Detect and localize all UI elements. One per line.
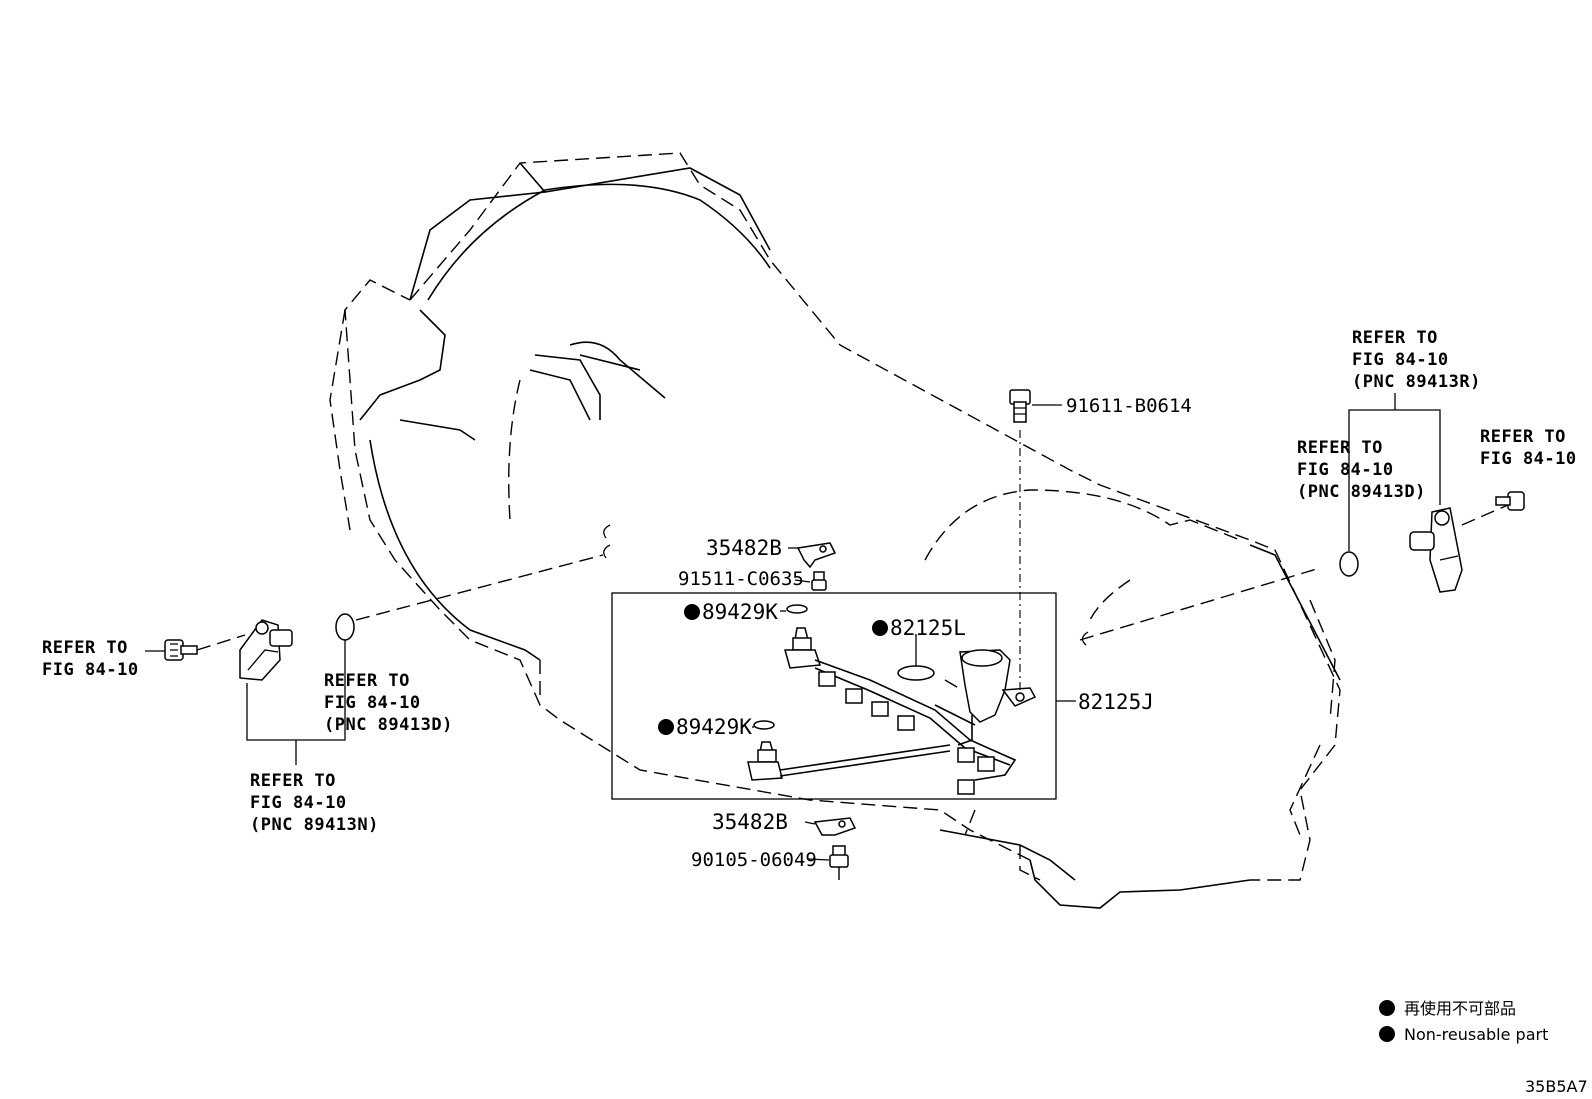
- ref-right-bolt-line1: REFER TO: [1480, 427, 1566, 447]
- part-number-labels: 35482B 91511-C0635 89429K 82125L 89429K …: [658, 395, 1192, 871]
- leader-lines: [752, 547, 830, 861]
- ref-left-sensor-line2: FIG 84-10: [250, 793, 347, 813]
- part-35482b-bottom[interactable]: 35482B: [712, 810, 788, 834]
- o-ring-89429k-bottom-icon: [753, 720, 775, 730]
- legend-line1: 再使用不可部品: [1404, 999, 1516, 1018]
- o-ring-89429k-top-icon: [786, 604, 808, 614]
- left-sensor-group: [145, 524, 611, 765]
- part-91511-c0635[interactable]: 91511-C0635: [678, 568, 804, 590]
- ref-right-top-line3: (PNC 89413R): [1352, 372, 1481, 392]
- ref-right-top-line2: FIG 84-10: [1352, 350, 1449, 370]
- right-o-ring-icon: [1339, 551, 1359, 577]
- part-90105-06049[interactable]: 90105-06049: [691, 849, 817, 871]
- ref-right-bolt-line2: FIG 84-10: [1480, 449, 1577, 469]
- reference-labels: REFER TO FIG 84-10 REFER TO FIG 84-10 (P…: [42, 328, 1577, 835]
- upper-clamp-and-bolt-icon: [796, 542, 837, 591]
- part-35482b-top[interactable]: 35482B: [706, 536, 782, 560]
- left-o-ring-icon: [335, 613, 355, 641]
- lower-clamp-and-bolt-icon: [813, 817, 857, 880]
- ref-left-sensor-line1: REFER TO: [250, 771, 336, 791]
- non-reusable-mark-82125l: [872, 620, 888, 636]
- harness-box: [611, 430, 1076, 800]
- ref-left-oring-line2: FIG 84-10: [324, 693, 421, 713]
- ref-right-oring-line2: FIG 84-10: [1297, 460, 1394, 480]
- transmission-housing-outline: [329, 152, 1341, 909]
- lower-solenoid-connector-icon: [747, 741, 783, 781]
- left-bolt-icon: [145, 639, 198, 661]
- ref-right-oring-line1: REFER TO: [1297, 438, 1383, 458]
- figure-code: 35B5A7: [1525, 1077, 1588, 1096]
- ref-left-bolt-line2: FIG 84-10: [42, 660, 139, 680]
- ref-left-oring-line1: REFER TO: [324, 671, 410, 691]
- upper-solenoid-connector-icon: [784, 627, 822, 669]
- o-ring-82125l-icon: [897, 665, 935, 681]
- ref-left-oring-line3: (PNC 89413D): [324, 715, 453, 735]
- non-reusable-mark-89429k-top: [684, 604, 700, 620]
- ref-right-oring-line3: (PNC 89413D): [1297, 482, 1426, 502]
- part-89429k-bottom[interactable]: 89429K: [676, 715, 752, 739]
- legend-dot-1: [1379, 1000, 1395, 1016]
- non-reusable-mark-89429k-bottom: [658, 719, 674, 735]
- legend: 再使用不可部品 Non-reusable part: [1379, 999, 1548, 1044]
- legend-dot-2: [1379, 1026, 1395, 1042]
- legend-line2: Non-reusable part: [1404, 1025, 1548, 1044]
- right-bolt-icon: [1495, 491, 1525, 511]
- part-89429k-top[interactable]: 89429K: [702, 600, 778, 624]
- right-speed-sensor-icon: [1409, 507, 1463, 593]
- part-91611-b0614[interactable]: 91611-B0614: [1066, 395, 1192, 417]
- part-82125j[interactable]: 82125J: [1078, 690, 1154, 714]
- left-speed-sensor-icon: [239, 619, 293, 681]
- bolt-91611-icon: [1009, 389, 1062, 423]
- ref-left-sensor-line3: (PNC 89413N): [250, 815, 379, 835]
- part-82125l[interactable]: 82125L: [890, 616, 966, 640]
- main-connector-82125j-icon: [944, 649, 1037, 746]
- ref-right-top-line1: REFER TO: [1352, 328, 1438, 348]
- right-sensor-group: [1079, 393, 1525, 646]
- ref-left-bolt-line1: REFER TO: [42, 638, 128, 658]
